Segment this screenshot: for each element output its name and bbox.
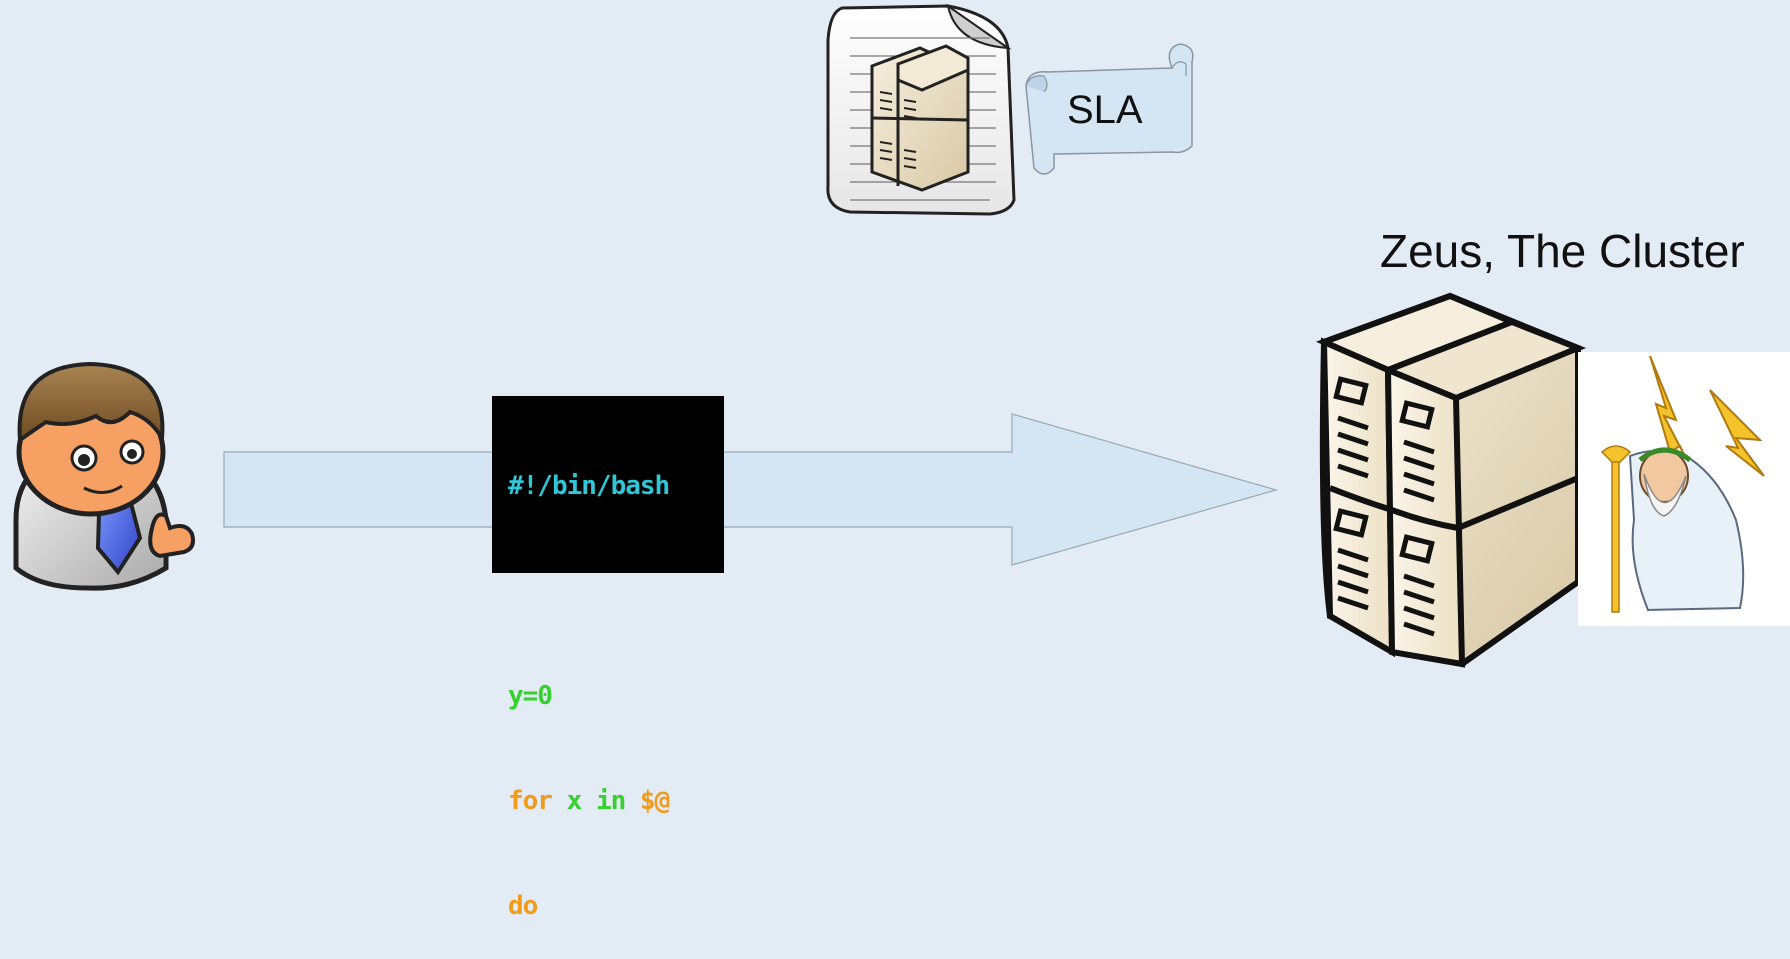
script-line-assign: y=0 xyxy=(508,681,553,711)
script-token-args: $@ xyxy=(639,786,670,816)
diagram-canvas xyxy=(13,3,1790,668)
user-icon xyxy=(13,361,195,591)
script-token-for: for xyxy=(508,786,553,816)
script-line-blank xyxy=(508,574,724,609)
cluster-title: Zeus, The Cluster xyxy=(1380,225,1745,277)
zeus-icon xyxy=(1600,355,1765,613)
script-line-for: for x in $@ xyxy=(508,784,724,819)
script-line-shebang: #!/bin/bash xyxy=(508,471,670,501)
document-icon xyxy=(826,3,1016,216)
sla-label: SLA xyxy=(1067,88,1143,132)
sla-scroll-icon xyxy=(1025,43,1194,175)
script-token-in: in xyxy=(595,786,626,816)
arrow-icon xyxy=(223,413,1279,566)
script-line-do: do xyxy=(508,891,538,921)
script-token-x: x xyxy=(566,786,583,816)
script-terminal: #!/bin/bash y=0 for x in $@ do xyxy=(492,396,724,921)
server-icon xyxy=(1315,292,1587,668)
